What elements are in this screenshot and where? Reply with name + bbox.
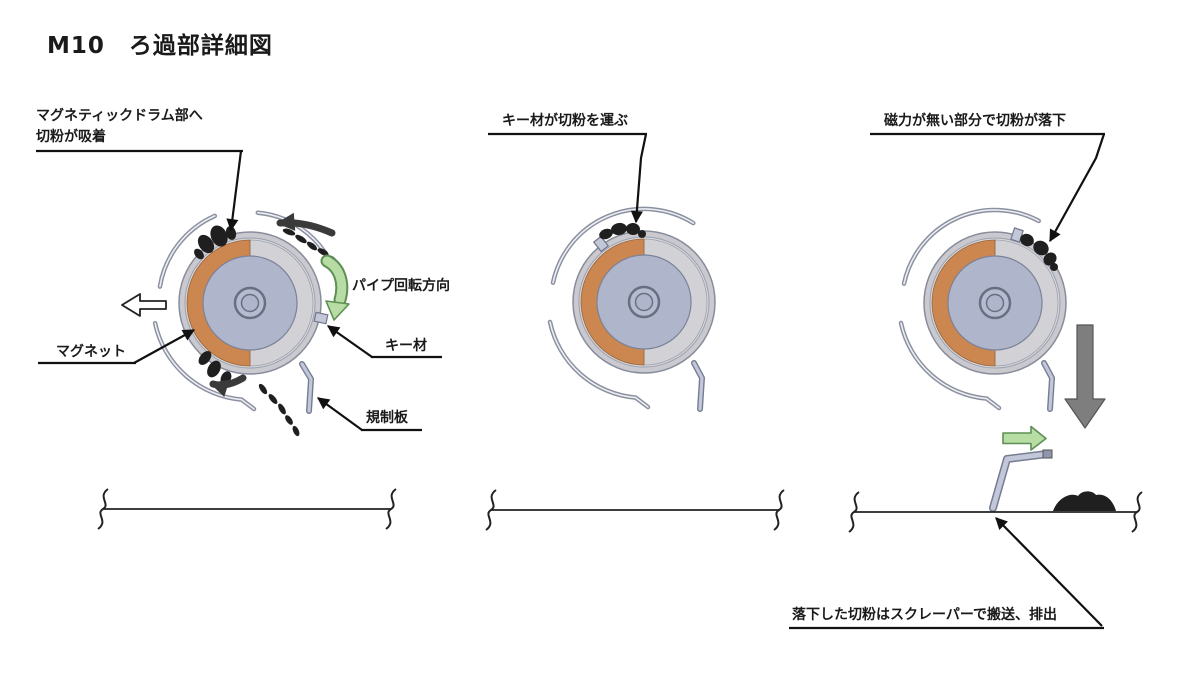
chips-dropping: [1020, 233, 1058, 271]
chip-flow-arrow-top-icon: [276, 212, 336, 237]
regulation-plate-highlight: [692, 361, 704, 411]
pipe-rotation-arrow-icon: [320, 254, 350, 321]
chips-adsorbed-bottom: [198, 351, 232, 385]
casing-arc-highlight: [900, 322, 1000, 409]
chip-debris-bottom: [258, 383, 300, 437]
break-mark-icon: [773, 489, 785, 531]
panel2-drum-assembly: [485, 132, 785, 531]
page-title: M10 ろ過部詳細図: [47, 33, 273, 59]
casing-arc-highlight: [549, 321, 649, 408]
break-mark-icon: [848, 491, 860, 533]
scraper: [989, 449, 1053, 512]
key-tab: [592, 235, 610, 253]
chip-pile: [1053, 491, 1116, 511]
panel3-bottom-callout: 落下した切粉はスクレーパーで搬送、排出: [792, 607, 1058, 623]
chip-fall-arrow-icon: [1064, 324, 1106, 429]
panel1-drum-assembly: [36, 149, 442, 530]
plate-leader: [317, 397, 363, 431]
magnetic-drum: [571, 229, 717, 375]
chip-flow-arrow-bottom-icon: [209, 374, 247, 397]
panel1-rotation-label: パイプ回転方向: [352, 278, 450, 294]
scraper-direction-arrow-icon: [1002, 425, 1047, 451]
callout-leader: [630, 133, 648, 224]
panel2-callout: キー材が切粉を運ぶ: [502, 113, 628, 129]
key-tab: [313, 311, 329, 325]
break-mark-icon: [97, 488, 109, 530]
key-leader: [327, 325, 373, 358]
panel1-callout-line2: 切粉が吸着: [36, 129, 106, 145]
callout-leader: [226, 150, 243, 232]
panel3-callout: 磁力が無い部分で切粉が落下: [884, 113, 1066, 129]
casing-arc-highlight: [552, 208, 695, 284]
break-mark-icon: [1131, 491, 1143, 533]
casing-arc-highlight: [903, 209, 1040, 285]
panel1-key-label: キー材: [385, 338, 427, 354]
break-mark-icon: [385, 488, 397, 530]
magnet-leader: [133, 329, 196, 364]
regulation-plate-highlight: [1042, 361, 1054, 411]
callout-leader: [1049, 133, 1106, 243]
bottom-callout-leader: [995, 517, 1103, 627]
panel1-magnet-label: マグネット: [56, 344, 126, 360]
regulation-plate-highlight: [300, 362, 313, 413]
chips-adsorbed-top: [194, 225, 237, 260]
panel1-plate-label: 規制板: [366, 410, 408, 426]
chips-carried: [599, 222, 646, 240]
panel1-callout-line1: マグネティックドラム部へ: [36, 108, 203, 124]
casing-arc-highlight: [154, 322, 255, 410]
break-mark-icon: [485, 489, 497, 531]
clean-side-arrow-icon: [121, 293, 167, 317]
casing-arc-highlight: [159, 215, 216, 288]
panel3-drum-assembly: [789, 132, 1143, 630]
